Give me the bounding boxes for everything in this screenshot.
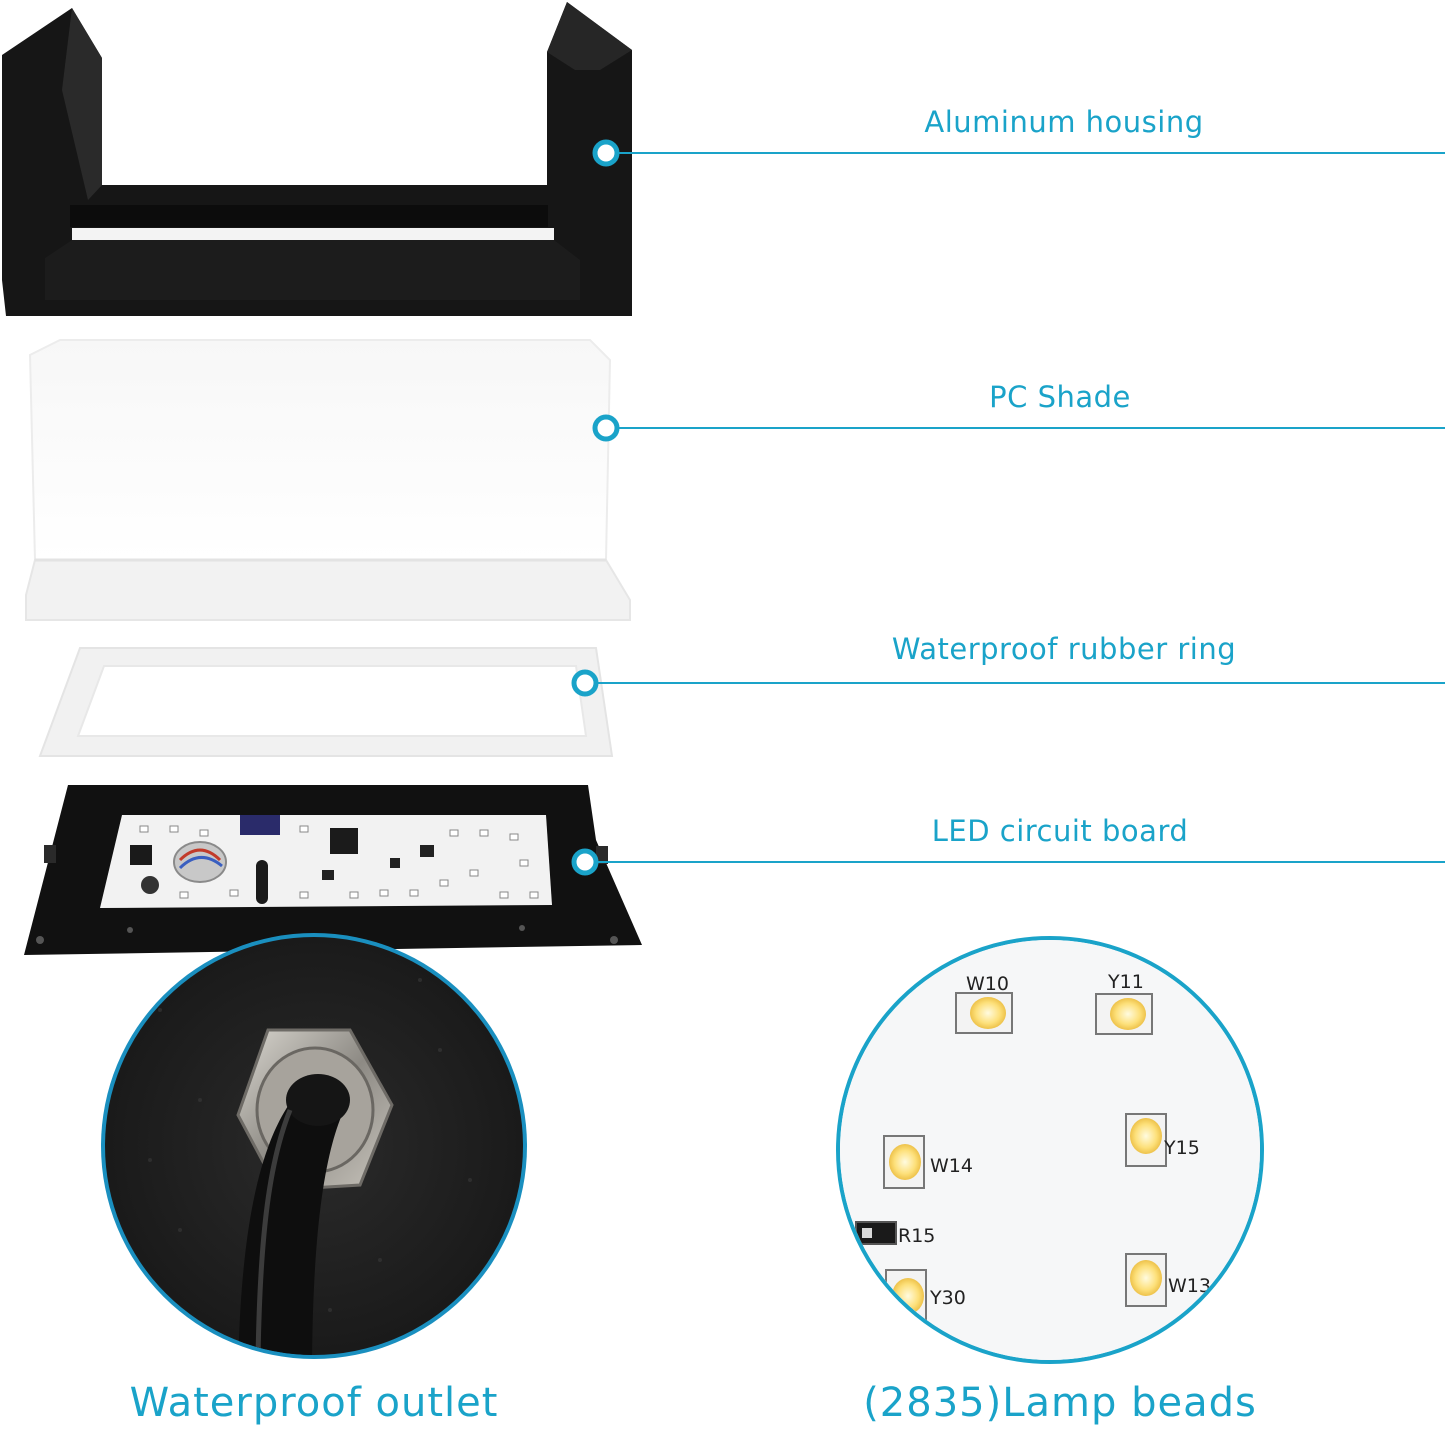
bead-label-r15: R15 bbox=[898, 1225, 935, 1247]
led-board-label: LED circuit board bbox=[931, 814, 1189, 848]
bead-label-y30: Y30 bbox=[929, 1287, 966, 1309]
leader-lines bbox=[571, 139, 1445, 876]
housing-leader-dot bbox=[592, 139, 620, 167]
shade-leader-dot bbox=[592, 414, 620, 442]
rubber-ring-label: Waterproof rubber ring bbox=[891, 632, 1237, 666]
ring-leader-dot bbox=[571, 669, 599, 697]
board-leader-dot bbox=[571, 848, 599, 876]
lamp-beads-label: (2835)Lamp beads bbox=[863, 1380, 1257, 1426]
aluminum-housing bbox=[2, 2, 632, 316]
lamp-beads-detail: W10 Y11 W14 Y15 R15 Y30 W13 bbox=[836, 936, 1264, 1364]
bead-label-w13: W13 bbox=[1168, 1275, 1211, 1297]
aluminum-housing-label: Aluminum housing bbox=[924, 105, 1204, 139]
bead-label-y15: Y15 bbox=[1163, 1137, 1200, 1159]
bead-label-w14: W14 bbox=[930, 1155, 973, 1177]
waterproof-rubber-ring bbox=[38, 647, 614, 757]
bead-label-y11: Y11 bbox=[1107, 971, 1144, 993]
bead-label-w10: W10 bbox=[966, 973, 1009, 995]
waterproof-outlet-label: Waterproof outlet bbox=[129, 1380, 499, 1426]
pc-shade bbox=[25, 339, 631, 621]
led-circuit-board bbox=[24, 785, 642, 955]
pc-shade-label: PC Shade bbox=[989, 380, 1131, 414]
waterproof-outlet-detail bbox=[101, 933, 527, 1359]
